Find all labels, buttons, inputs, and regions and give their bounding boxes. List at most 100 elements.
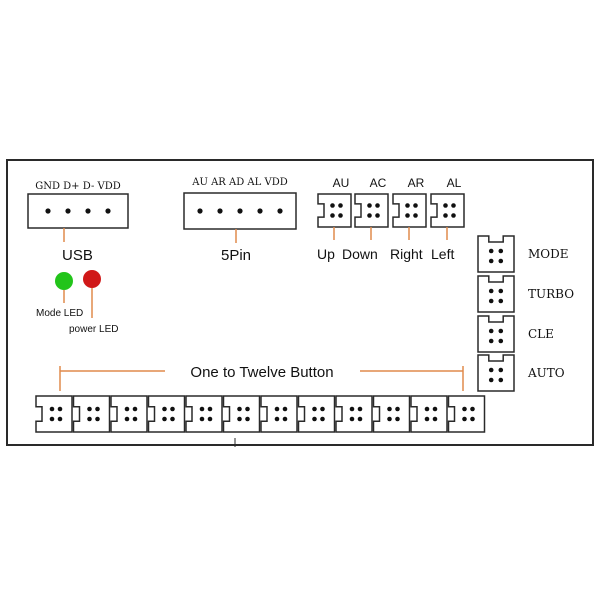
direction-header-label-2: AC <box>370 176 387 190</box>
usb-label: USB <box>62 247 93 264</box>
function-header-1-pin-4 <box>498 258 504 264</box>
button-header-12-pin-1 <box>462 406 467 412</box>
power-led <box>83 270 101 288</box>
direction-header-2-pin-2 <box>375 203 380 208</box>
button-header-10 <box>372 395 411 433</box>
direction-header-1-pin-3 <box>330 213 335 218</box>
button-header-9-pin-1 <box>349 406 355 412</box>
usb-pin-2 <box>65 208 71 214</box>
function-label-4: AUTO <box>527 366 565 380</box>
button-header-2-pin-2 <box>95 406 100 412</box>
button-header-12-outline <box>447 395 486 433</box>
button-header-10-pin-1 <box>387 406 392 412</box>
button-header-3-pin-2 <box>132 406 138 412</box>
direction-header-label-1: AU <box>333 176 350 190</box>
button-header-7-pin-3 <box>274 416 280 422</box>
function-header-2-pin-4 <box>498 298 504 304</box>
button-header-2-outline <box>72 395 111 433</box>
direction-header-4-pin-2 <box>451 203 456 208</box>
function-header-4-outline <box>477 354 515 392</box>
direction-header-4-pin-3 <box>443 213 448 218</box>
button-header-5-pin-2 <box>207 406 213 412</box>
button-header-1-pin-2 <box>57 406 63 412</box>
button-header-11 <box>410 395 448 433</box>
function-header-1-outline <box>477 235 515 273</box>
five-pin-pin-2 <box>217 208 223 214</box>
five-pin-pin-3 <box>237 208 243 214</box>
usb-connector <box>27 193 129 229</box>
button-header-10-pin-3 <box>387 416 392 422</box>
button-header-6 <box>222 395 261 433</box>
button-header-8-pin-2 <box>320 406 325 412</box>
button-header-6-outline <box>222 395 261 433</box>
direction-header-4-outline <box>430 193 465 228</box>
function-header-3 <box>477 315 515 353</box>
direction-header-1 <box>317 193 352 228</box>
button-header-12-pin-3 <box>462 416 467 422</box>
function-header-3-pin-1 <box>488 328 494 334</box>
button-header-4-pin-2 <box>170 406 175 412</box>
direction-label-4: Left <box>431 246 454 262</box>
button-header-12-pin-4 <box>470 416 475 422</box>
direction-header-4-pin-4 <box>451 213 456 218</box>
function-header-4-pin-3 <box>488 377 494 383</box>
function-label-2: TURBO <box>528 287 574 301</box>
button-header-5-pin-3 <box>199 416 205 422</box>
button-header-10-pin-2 <box>395 406 400 412</box>
button-header-2-pin-3 <box>87 416 92 422</box>
function-header-3-pin-2 <box>498 328 504 334</box>
function-header-4 <box>477 354 515 392</box>
direction-header-1-outline <box>317 193 352 228</box>
button-header-9-pin-3 <box>349 416 355 422</box>
direction-header-1-pin-4 <box>338 213 343 218</box>
direction-label-2: Down <box>342 246 378 262</box>
five-pin-label: 5Pin <box>221 247 251 264</box>
usb-pin-3 <box>85 208 91 214</box>
button-header-5-pin-1 <box>199 406 205 412</box>
direction-header-3-pin-4 <box>413 213 418 218</box>
button-header-5-outline <box>185 395 223 433</box>
five-pin-pin-5 <box>277 208 283 214</box>
function-header-1-pin-3 <box>488 258 494 264</box>
function-header-4-pin-2 <box>498 367 504 373</box>
button-header-4-pin-1 <box>162 406 167 412</box>
button-header-1-pin-3 <box>49 416 55 422</box>
direction-header-3-pin-3 <box>405 213 410 218</box>
button-header-8 <box>297 395 336 433</box>
button-header-10-outline <box>372 395 411 433</box>
direction-header-2-pin-4 <box>375 213 380 218</box>
direction-header-label-3: AR <box>408 176 425 190</box>
button-header-3-pin-4 <box>132 416 138 422</box>
function-header-4-pin-1 <box>488 367 494 373</box>
button-header-7-pin-1 <box>274 406 280 412</box>
function-header-3-pin-4 <box>498 338 504 344</box>
five-pin-pin-1 <box>197 208 203 214</box>
usb-pin-4 <box>105 208 111 214</box>
button-header-7-pin-4 <box>282 416 288 422</box>
direction-header-2-pin-1 <box>367 203 372 208</box>
mode-led-label: Mode LED <box>36 308 83 319</box>
button-header-4 <box>147 395 186 433</box>
button-header-10-pin-4 <box>395 416 400 422</box>
direction-label-3: Right <box>390 246 423 262</box>
direction-header-label-4: AL <box>447 176 462 190</box>
button-header-9-outline <box>335 395 373 433</box>
direction-header-2-outline <box>354 193 389 228</box>
button-header-8-pin-1 <box>312 406 317 412</box>
function-header-2-pin-1 <box>488 288 494 294</box>
direction-header-3-pin-1 <box>405 203 410 208</box>
button-header-3 <box>110 395 148 433</box>
function-header-2 <box>477 275 515 313</box>
button-header-8-pin-4 <box>320 416 325 422</box>
five-pin-labels: AU AR AD AL VDD <box>191 177 287 188</box>
direction-header-4 <box>430 193 465 228</box>
button-header-1-pin-1 <box>49 406 55 412</box>
usb-pin-1 <box>45 208 51 214</box>
button-header-1-pin-4 <box>57 416 63 422</box>
button-header-8-pin-3 <box>312 416 317 422</box>
function-label-3: CLE <box>528 327 554 341</box>
button-header-6-pin-4 <box>245 416 250 422</box>
button-header-3-outline <box>110 395 148 433</box>
button-header-1 <box>35 395 73 433</box>
